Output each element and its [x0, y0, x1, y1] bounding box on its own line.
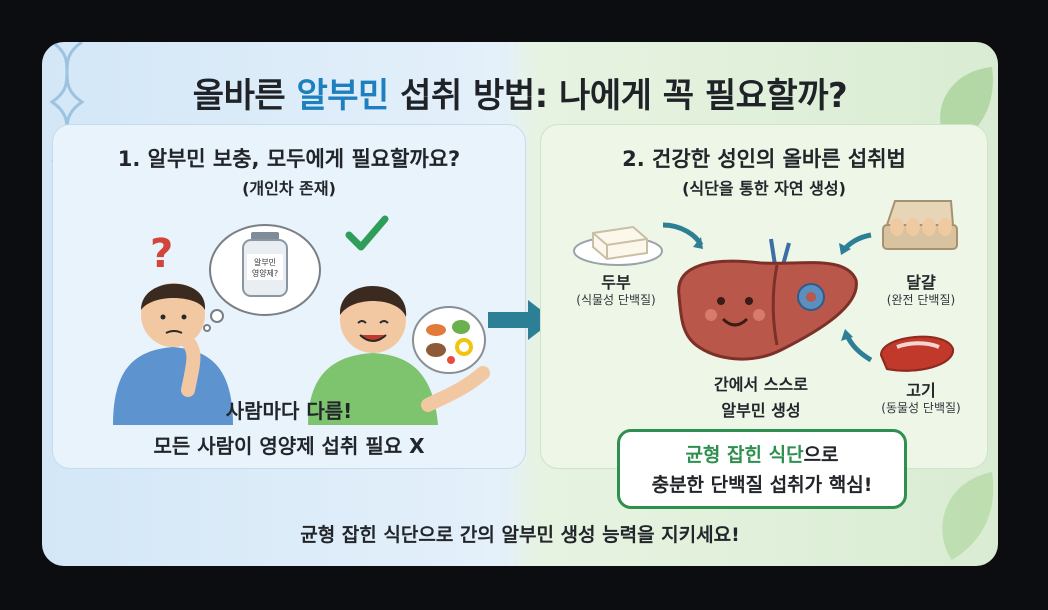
- bottom-message: 균형 잡힌 식단으로 간의 알부민 생성 능력을 지키세요!: [300, 524, 740, 546]
- tofu-icon: [573, 225, 663, 266]
- healthy-food-plate-icon: [412, 306, 486, 374]
- thought-bubble: 알부민 영양제?: [203, 224, 321, 332]
- question-mark-icon: ?: [150, 231, 173, 277]
- egg-sublabel: (완전 단백질): [886, 293, 956, 307]
- liver-caption-line2: 알부민 생성: [721, 401, 801, 420]
- left-panel-subtitle: (개인차 존재): [242, 179, 336, 198]
- callout-line2: 충분한 단백질 섭취가 핵심!: [651, 474, 873, 496]
- left-conclusion-line2: 모든 사람이 영양제 섭취 필요 X: [153, 434, 425, 458]
- egg-label: 달걀: [906, 273, 936, 292]
- center-arrow-icon: [488, 300, 554, 340]
- headline: 올바른 알부민 섭취 방법: 나에게 꼭 필요할까?: [192, 76, 848, 116]
- arrows-to-liver: [662, 222, 873, 363]
- liver-illustration: [677, 238, 858, 361]
- tofu-label: 두부: [601, 273, 631, 292]
- left-conclusion: 사람마다 다름! 모든 사람이 영양제 섭취 필요 X: [53, 395, 525, 459]
- tofu-sublabel: (식물성 단백질): [576, 293, 656, 307]
- meat-sublabel: (동물성 단백질): [881, 401, 961, 415]
- panel-right: 2. 건강한 성인의 올바른 섭취법 (식단을 통한 자연 생성) 두부 (식물…: [540, 124, 988, 469]
- gear-icon: [797, 283, 825, 311]
- liver-caption: 간에서 스스로 알부민 생성: [691, 371, 831, 421]
- meat-label: 고기: [906, 381, 936, 400]
- key-callout: 균형 잡힌 식단으로 충분한 단백질 섭취가 핵심!: [617, 429, 907, 509]
- right-panel-subtitle: (식단을 통한 자연 생성): [682, 179, 846, 198]
- callout-line1: 균형 잡힌 식단으로: [685, 444, 839, 466]
- svg-text:알부민: 알부민: [254, 257, 276, 267]
- egg-carton-icon: [882, 200, 958, 250]
- confused-person-illustration: ?: [113, 231, 233, 425]
- meat-icon: [879, 335, 954, 372]
- svg-text:영양제?: 영양제?: [252, 268, 278, 278]
- happy-person-illustration: [308, 285, 490, 425]
- infographic-card: 올바른 알부민 섭취 방법: 나에게 꼭 필요할까? 1. 알부민 보충, 모두…: [42, 42, 998, 566]
- right-panel-title: 2. 건강한 성인의 올바른 섭취법: [622, 147, 906, 171]
- check-icon: [345, 215, 389, 251]
- liver-caption-line1: 간에서 스스로: [714, 375, 808, 394]
- panel-left: 1. 알부민 보충, 모두에게 필요할까요? (개인차 존재) ? 알부민 영양…: [52, 124, 526, 469]
- left-panel-title: 1. 알부민 보충, 모두에게 필요할까요?: [117, 147, 461, 171]
- left-conclusion-line1: 사람마다 다름!: [225, 399, 353, 423]
- leaf-decoration-bottom: [942, 472, 994, 560]
